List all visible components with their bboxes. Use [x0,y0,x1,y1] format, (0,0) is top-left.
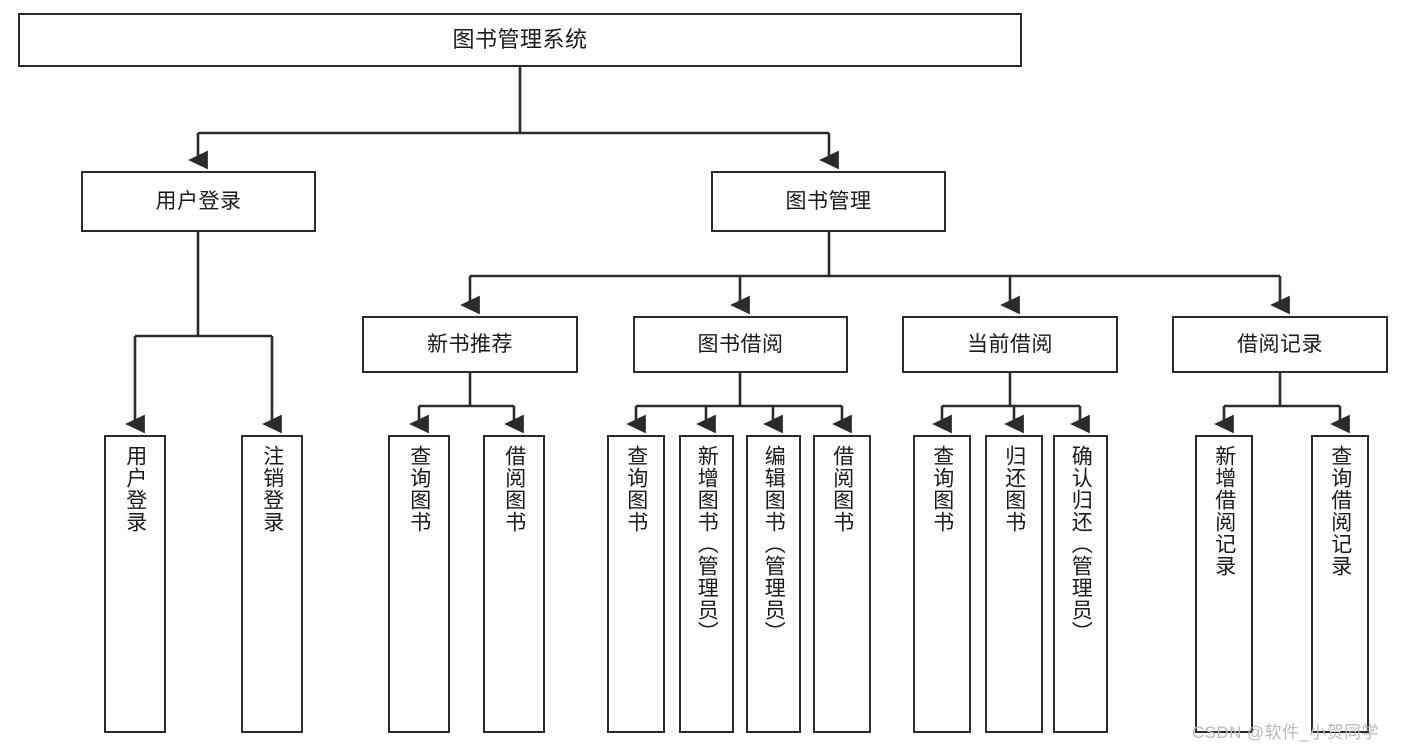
node-label-leaf-edit-book-admin: 编辑图书（管理员） [762,445,786,643]
node-label-leaf-borrow-book-rec: 借阅图书 [502,445,526,533]
node-leaf-borrow-book-borrow[interactable]: 借阅图书 [813,435,871,733]
node-leaf-query-book-borrow[interactable]: 查询图书 [607,435,665,733]
node-label-leaf-return-book: 归还图书 [1002,445,1026,533]
node-borrow-record[interactable]: 借阅记录 [1172,316,1388,373]
node-label-leaf-query-book-borrow: 查询图书 [624,445,648,533]
node-leaf-confirm-return-admin[interactable]: 确认归还（管理员） [1053,435,1108,733]
node-leaf-user-logout[interactable]: 注销登录 [241,435,303,733]
node-label-leaf-user-logout: 注销登录 [260,445,284,533]
node-book-borrow[interactable]: 图书借阅 [633,316,848,373]
node-leaf-borrow-book-rec[interactable]: 借阅图书 [483,435,545,733]
node-leaf-add-book-admin[interactable]: 新增图书（管理员） [679,435,734,733]
node-label-new-book-recommend: 新书推荐 [427,332,513,356]
node-label-leaf-query-book-rec: 查询图书 [407,445,431,533]
node-label-leaf-query-borrow-record: 查询借阅记录 [1328,445,1352,577]
node-label-user-login: 用户登录 [155,189,242,213]
node-label-book-borrow: 图书借阅 [697,332,784,356]
node-label-leaf-borrow-book-borrow: 借阅图书 [830,445,854,533]
node-current-borrow[interactable]: 当前借阅 [902,316,1118,373]
node-book-manage[interactable]: 图书管理 [711,171,946,232]
node-root-book-management-system[interactable]: 图书管理系统 [18,13,1022,67]
node-leaf-add-borrow-record[interactable]: 新增借阅记录 [1195,435,1253,733]
node-label-borrow-record: 借阅记录 [1237,332,1323,356]
node-label-leaf-user-login: 用户登录 [123,445,147,533]
node-label-leaf-add-book-admin: 新增图书（管理员） [695,445,719,643]
node-label-leaf-confirm-return-admin: 确认归还（管理员） [1069,445,1093,643]
node-user-login[interactable]: 用户登录 [81,171,316,232]
node-label-current-borrow: 当前借阅 [967,332,1053,356]
node-label-leaf-add-borrow-record: 新增借阅记录 [1212,445,1236,577]
node-leaf-user-login[interactable]: 用户登录 [104,435,166,733]
node-leaf-query-book-rec[interactable]: 查询图书 [388,435,450,733]
node-leaf-return-book[interactable]: 归还图书 [985,435,1043,733]
node-label-book-manage: 图书管理 [785,189,872,213]
node-new-book-recommend[interactable]: 新书推荐 [362,316,578,373]
node-label-leaf-query-book-current: 查询图书 [930,445,954,533]
node-leaf-query-borrow-record[interactable]: 查询借阅记录 [1311,435,1369,733]
node-leaf-edit-book-admin[interactable]: 编辑图书（管理员） [746,435,801,733]
node-leaf-query-book-current[interactable]: 查询图书 [913,435,971,733]
node-label-root: 图书管理系统 [452,26,588,52]
